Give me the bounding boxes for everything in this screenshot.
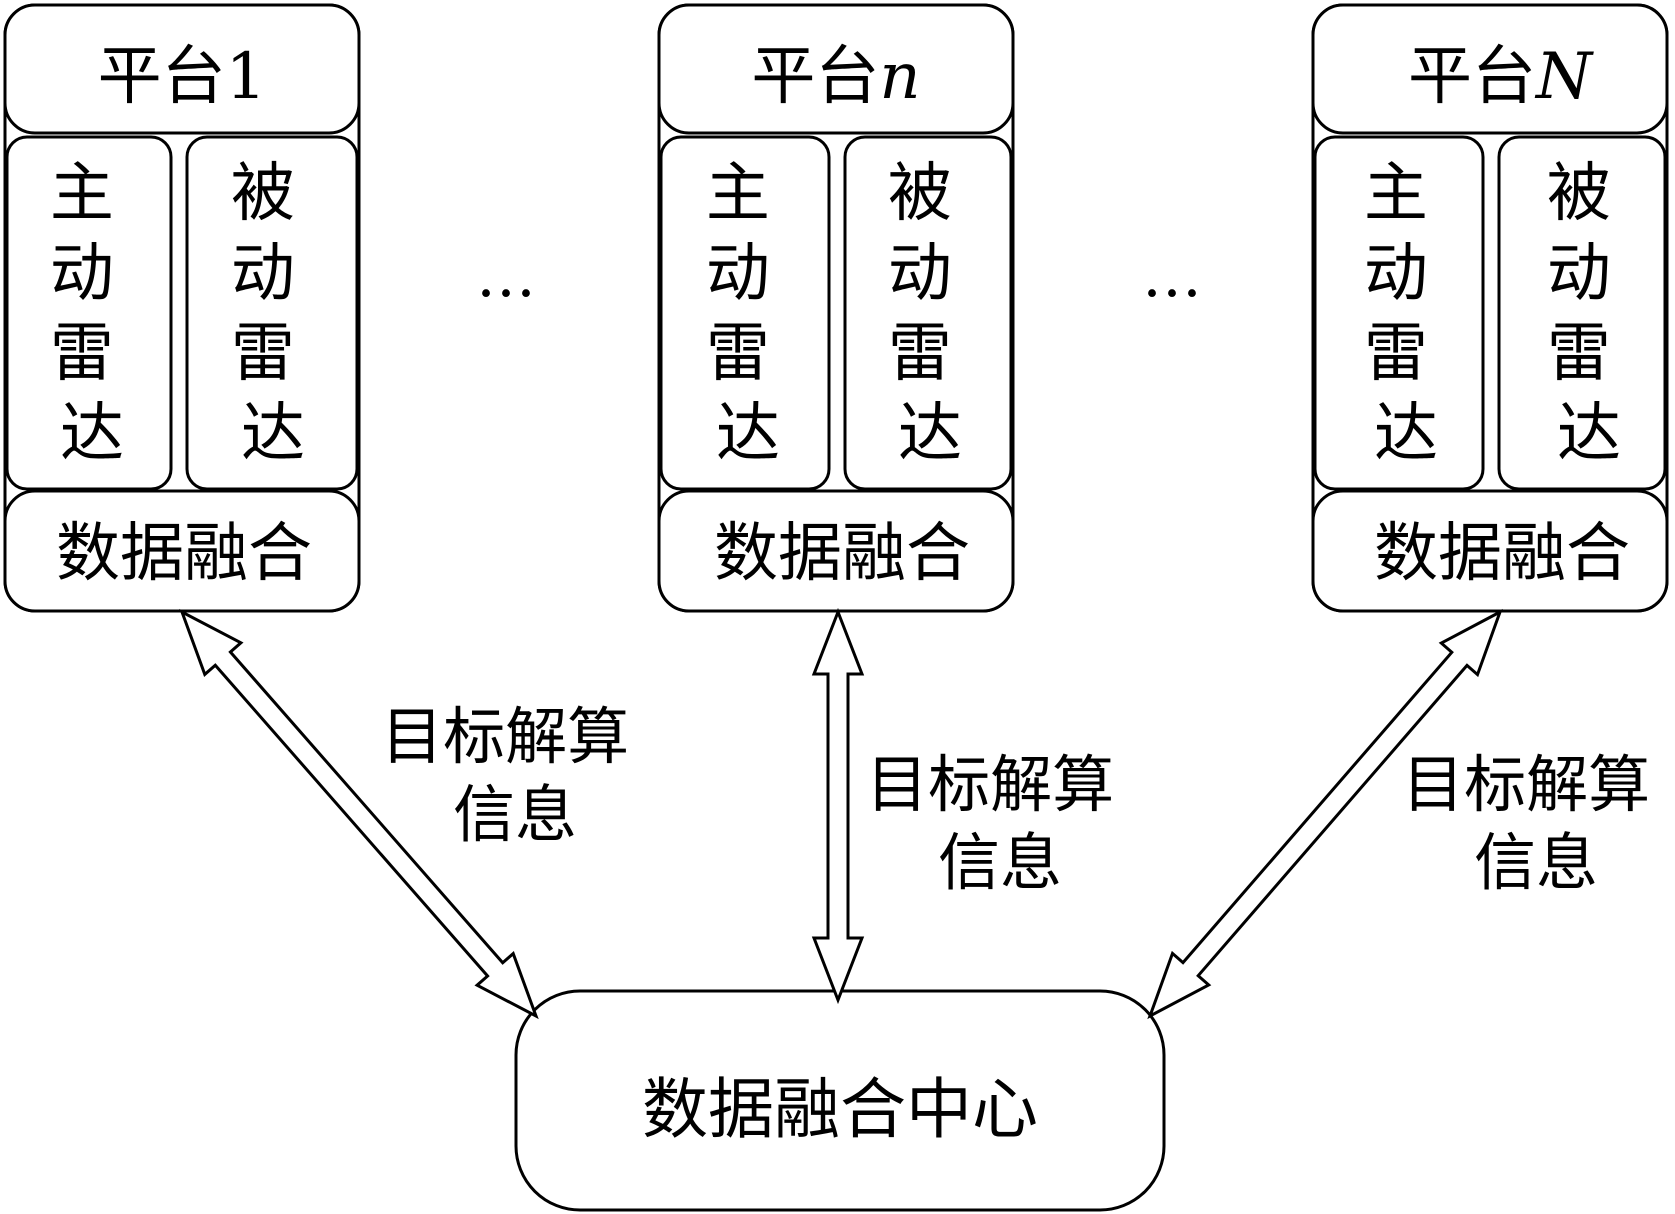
platform-n-passive-radar-label: 被 动 雷 达 [888, 157, 972, 471]
link-label-n-line1: 目标解算 [866, 748, 1114, 821]
platform-1-passive-radar-char: 达 [241, 397, 305, 471]
platform-N-title-box [1311, 3, 1669, 135]
platform-1-active-radar-box [5, 135, 173, 491]
link-label-1-line1: 目标解算 [381, 700, 629, 773]
platform-N-active-radar-char: 雷 [1364, 317, 1428, 391]
platform-n: 平台n 主 动 雷 达 被 动 雷 达 数据融合 [657, 3, 1015, 613]
fusion-center-label: 数据融合中心 [642, 1071, 1038, 1148]
platform-1-passive-radar-label: 被 动 雷 达 [231, 157, 315, 471]
arrow-platform-N [1147, 608, 1503, 1020]
platform-n-fusion-box [657, 489, 1015, 613]
platform-n-active-radar-char: 达 [716, 397, 780, 471]
platform-1-title: 平台1 [98, 40, 267, 114]
platform-1-passive-radar-char: 动 [231, 237, 295, 311]
platform-1-passive-radar-char: 被 [231, 157, 295, 231]
platform-N-fusion-label: 数据融合 [1374, 517, 1630, 591]
ellipsis-left: … [476, 241, 536, 311]
platform-1-active-radar-char: 动 [50, 237, 114, 311]
platform-n-passive-radar-char: 动 [888, 237, 952, 311]
platform-n-active-radar-char: 雷 [706, 317, 770, 391]
platform-n-passive-radar-char: 达 [898, 397, 962, 471]
link-label-n: 目标解算 信息 [866, 748, 1134, 899]
fusion-center: 数据融合中心 [514, 989, 1166, 1212]
platform-N-active-radar-box [1313, 135, 1485, 491]
platform-1-active-radar-char: 雷 [50, 317, 114, 391]
platform-n-active-radar-char: 主 [706, 157, 770, 231]
platform-n-passive-radar-box [843, 135, 1013, 491]
platform-n-passive-radar-char: 雷 [888, 317, 952, 391]
platform-N-title: 平台N [1408, 40, 1594, 114]
platform-n-active-radar-label: 主 动 雷 达 [706, 157, 790, 471]
platform-N-title-prefix: 平台 [1408, 40, 1536, 114]
platform-N-passive-radar-label: 被 动 雷 达 [1547, 157, 1631, 471]
platform-1-active-radar-char: 主 [50, 157, 114, 231]
platform-n-active-radar-char: 动 [706, 237, 770, 311]
platform-n-title-index: n [879, 40, 920, 114]
platform-N-active-radar-label: 主 动 雷 达 [1364, 157, 1448, 471]
platform-N-passive-radar-char: 被 [1547, 157, 1611, 231]
platform-n-title-prefix: 平台 [751, 40, 879, 114]
link-label-n-line2: 信息 [938, 826, 1062, 899]
platform-1-title-index: 1 [226, 40, 267, 114]
link-label-N: 目标解算 信息 [1402, 748, 1670, 899]
platform-1-passive-radar-char: 雷 [231, 317, 295, 391]
link-label-1: 目标解算 信息 [381, 700, 649, 851]
platform-1-active-radar-char: 达 [60, 397, 124, 471]
platform-N-fusion-box [1311, 489, 1669, 613]
arrow-platform-n [811, 607, 865, 1005]
link-label-N-line1: 目标解算 [1402, 748, 1650, 821]
platform-N: 平台N 主 动 雷 达 被 动 雷 达 数据融合 [1311, 3, 1669, 613]
platform-N-passive-radar-box [1497, 135, 1667, 491]
arrow-platform-1 [179, 608, 539, 1020]
platform-n-active-radar-box [659, 135, 831, 491]
platform-N-title-index: N [1534, 40, 1594, 114]
platform-n-fusion-label: 数据融合 [714, 517, 970, 591]
platform-1-passive-radar-box [185, 135, 359, 491]
platform-N-active-radar-char: 达 [1374, 397, 1438, 471]
platform-N-passive-radar-char: 雷 [1547, 317, 1611, 391]
platform-N-passive-radar-char: 达 [1557, 397, 1621, 471]
platform-n-title-box [657, 3, 1015, 135]
platform-1: 平台1 主 动 雷 达 被 动 雷 达 数据融合 [3, 3, 361, 613]
arrows [179, 607, 1503, 1020]
platform-N-active-radar-char: 动 [1364, 237, 1428, 311]
platform-n-title: 平台n [751, 40, 920, 114]
link-label-N-line2: 信息 [1474, 826, 1598, 899]
platform-1-title-box [3, 3, 361, 135]
platform-1-title-prefix: 平台 [98, 40, 226, 114]
ellipsis-right: … [1142, 241, 1202, 311]
platform-1-active-radar-label: 主 动 雷 达 [50, 157, 134, 471]
platform-n-passive-radar-char: 被 [888, 157, 952, 231]
platform-N-passive-radar-char: 动 [1547, 237, 1611, 311]
platform-N-active-radar-char: 主 [1364, 157, 1428, 231]
link-label-1-line2: 信息 [453, 778, 577, 851]
platform-1-fusion-label: 数据融合 [56, 517, 312, 591]
